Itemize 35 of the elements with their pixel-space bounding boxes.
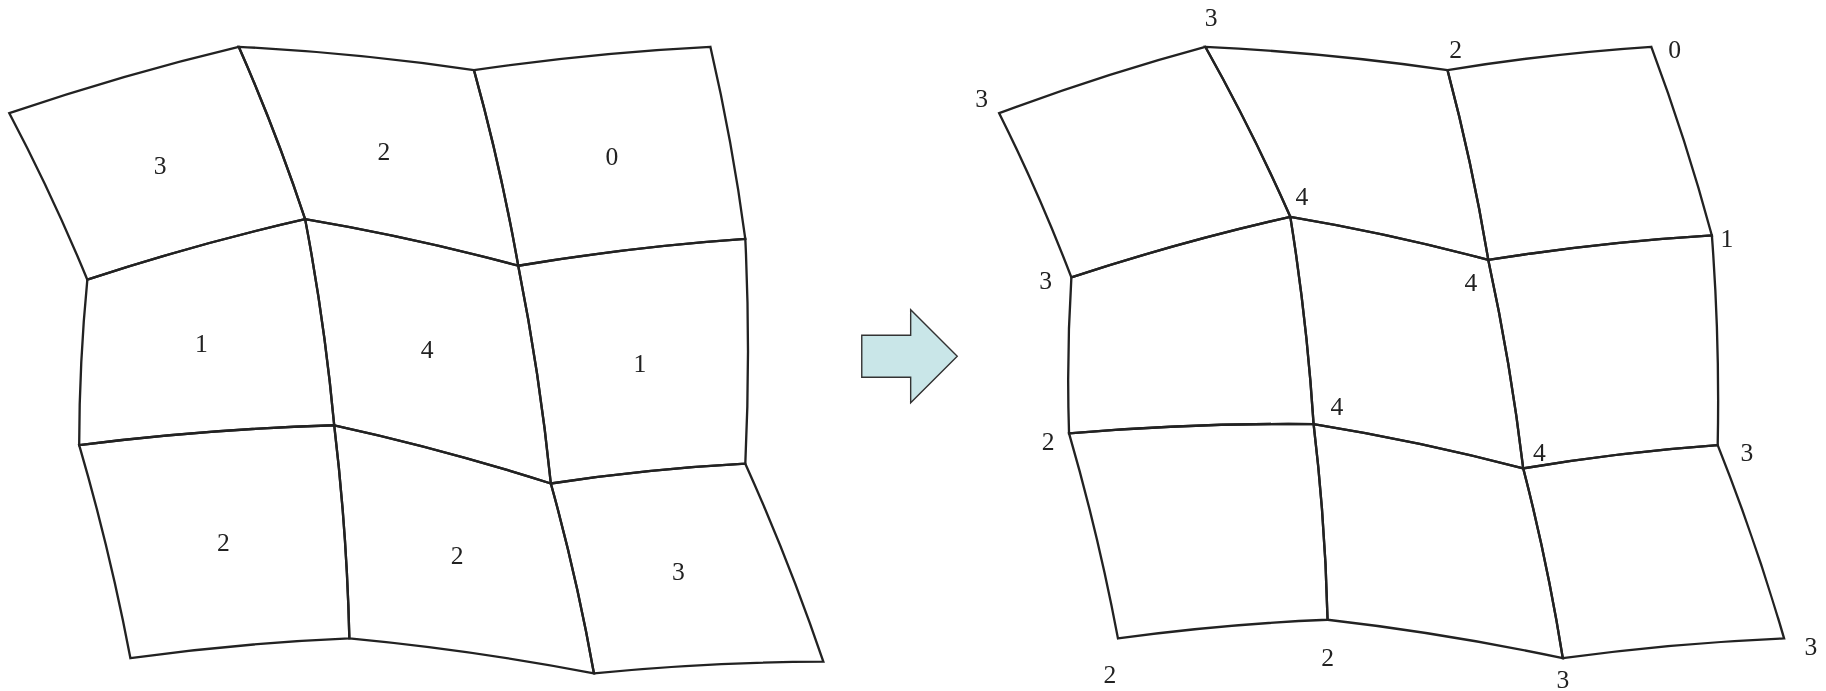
mesh-cell [549, 462, 825, 675]
block-arrow [861, 308, 959, 405]
vertex-value: 3 [1556, 665, 1570, 691]
cell-value: 0 [605, 141, 619, 171]
vertex-value: 4 [1295, 182, 1309, 212]
vertex-value: 0 [1668, 35, 1681, 65]
mesh-cell [78, 424, 351, 660]
vertex-value: 2 [1449, 35, 1463, 65]
vertex-value: 2 [1321, 643, 1334, 673]
vertex-value: 2 [1041, 426, 1055, 456]
vertex-value: 3 [1039, 266, 1053, 295]
mesh-drawing [8, 45, 825, 675]
vertex-value: 4 [1464, 268, 1478, 298]
cell-value: 3 [153, 151, 167, 180]
cell-value: 2 [450, 541, 464, 571]
cell-value: 2 [216, 528, 230, 558]
vertex-value: 3 [1804, 631, 1818, 661]
vertex-value: 2 [1103, 659, 1117, 689]
vertex-value: 3 [1204, 2, 1218, 32]
mesh-cell [472, 45, 747, 267]
mesh-cell [1487, 234, 1720, 470]
cell-value: 2 [377, 136, 391, 166]
mesh-cell [1067, 422, 1329, 640]
vertex-value: 3 [975, 84, 989, 114]
vertex-value: 1 [1720, 224, 1734, 254]
cell-value: 4 [420, 334, 434, 364]
mesh-cell [1522, 443, 1786, 660]
mesh-cell [517, 237, 750, 485]
vertex-value: 4 [1330, 391, 1344, 421]
cell-value: 3 [671, 556, 685, 586]
vertex-value: 4 [1533, 438, 1546, 468]
cell-value: 1 [633, 349, 647, 379]
mesh-cell [333, 424, 596, 675]
cell-value: 1 [195, 328, 208, 358]
vertex-value: 3 [1740, 438, 1754, 468]
